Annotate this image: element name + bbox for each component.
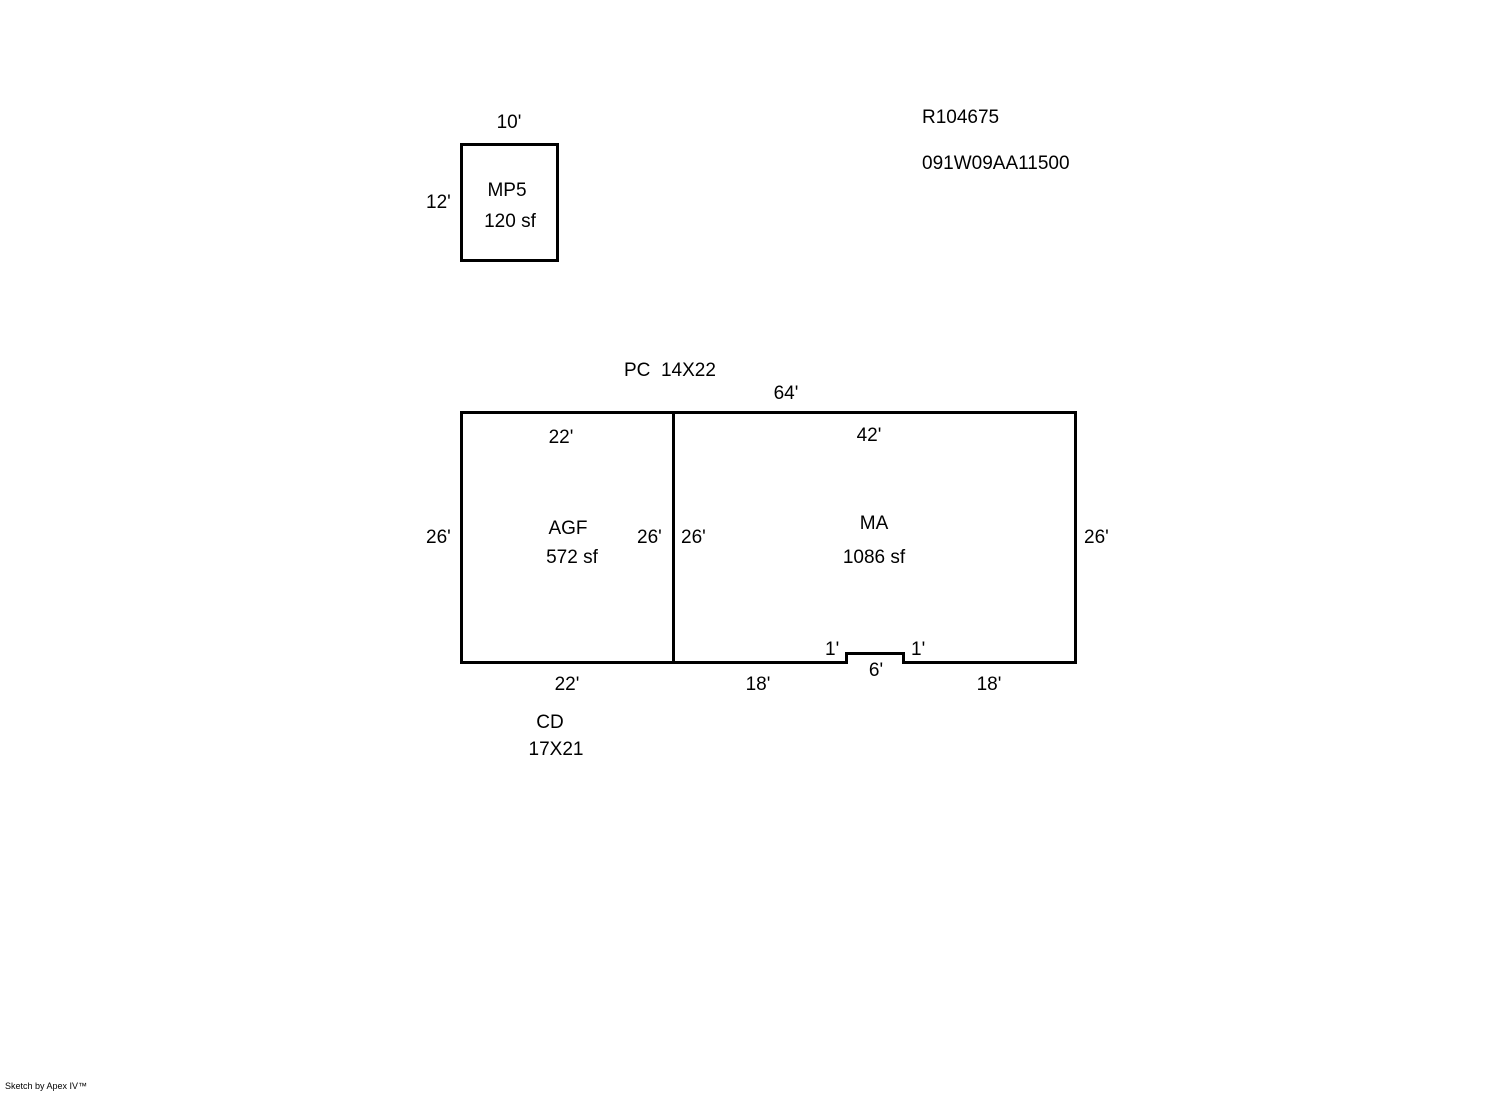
agf-dim-bottom: 22' <box>554 674 580 695</box>
mp5-dim-top: 10' <box>496 112 522 133</box>
parcel-account-number: R104675 <box>922 107 1000 128</box>
mp5-name: MP5 <box>487 180 527 201</box>
cd-label: CD <box>536 712 564 733</box>
ma-name: MA <box>859 513 889 534</box>
sketch-credit: Sketch by Apex IV™ <box>5 1081 88 1091</box>
cd-size: 17X21 <box>528 739 584 760</box>
ma-area: 1086 sf <box>842 547 906 568</box>
ma-dim-notch-right: 1' <box>911 639 926 660</box>
main-building-outline <box>460 411 1077 664</box>
ma-dim-top: 42' <box>856 425 882 446</box>
overall-dim-top: 64' <box>773 383 799 404</box>
agf-dim-right: 26' <box>637 527 662 548</box>
ma-dim-right: 26' <box>1084 527 1109 548</box>
ma-dim-bottom-left: 18' <box>745 674 771 695</box>
agf-name: AGF <box>548 518 588 539</box>
ma-dim-bottom-right: 18' <box>976 674 1002 695</box>
ma-dim-notch: 6' <box>868 660 884 681</box>
mp5-area: 120 sf <box>484 211 536 232</box>
ma-dim-left: 26' <box>681 527 706 548</box>
agf-dim-top: 22' <box>548 427 574 448</box>
agf-dim-left: 26' <box>426 527 451 548</box>
agf-area: 572 sf <box>546 547 598 568</box>
parcel-map-number: 091W09AA11500 <box>922 153 1070 174</box>
mp5-outline <box>460 143 559 262</box>
mp5-dim-left: 12' <box>426 192 451 213</box>
pc-label: PC 14X22 <box>624 360 716 381</box>
ma-dim-notch-left: 1' <box>825 639 840 660</box>
